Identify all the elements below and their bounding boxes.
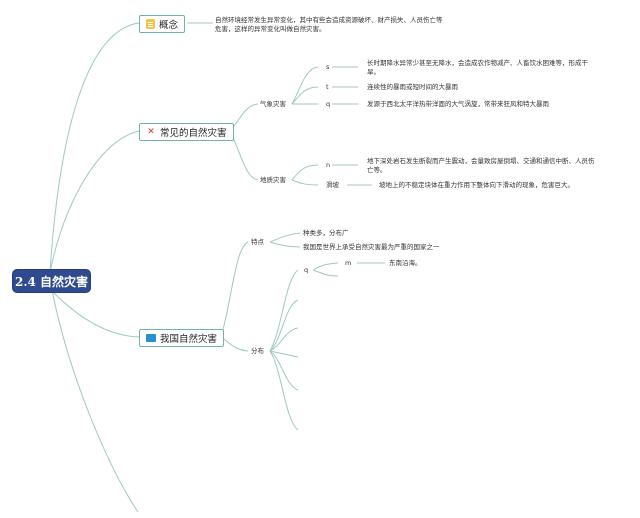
meteo-key-t[interactable]: t [326,83,329,91]
distribution-text-m: 东南沿海。 [389,259,422,267]
concept-text: 自然环境经常发生异常变化，其中有些会造成资源破坏、财产损失、人员伤亡等 危害，这… [215,16,443,33]
subtopic-meteo[interactable]: 气象灾害 [260,100,286,108]
geo-key-n[interactable]: n [326,161,331,169]
meteo-key-q[interactable]: q [326,100,331,108]
topic-china-disasters[interactable]: 我国自然灾害 [139,329,225,347]
subtopic-features[interactable]: 特点 [251,238,264,246]
meteo-key-s[interactable]: s [326,63,330,71]
topic-common-label: 常见的自然灾害 [160,128,227,139]
distribution-key-q[interactable]: q [304,266,309,274]
topic-concept[interactable]: 概念 [139,15,186,33]
meteo-text-s: 长时期降水异常少甚至无降水，会造成农作物减产、人畜饮水困难等，形成干 旱。 [367,59,588,76]
subtopic-distribution[interactable]: 分布 [251,347,264,355]
feature-item-1: 种类多，分布广 [303,229,349,237]
edge-root-china [49,288,140,338]
geo-text-landslide: 坡地上的不稳定块体在重力作用下整体向下滑动的现象，危害巨大。 [379,181,574,189]
root-topic[interactable]: 2.4 自然灾害 [13,270,90,292]
meteo-text-t: 连续性的暴雨或短时间的大暴雨 [367,83,458,91]
edge-root-extra [51,289,139,513]
meteo-text-q: 发源于西北太平洋热带洋面的大气涡旋，常带来狂风和特大暴雨 [367,100,549,108]
feature-item-2: 我国是世界上承受自然灾害最为严重的国家之一 [303,243,440,251]
subtopic-geo[interactable]: 地质灾害 [260,176,286,184]
topic-concept-label: 概念 [159,20,179,31]
edge-root-common [49,130,140,273]
flag-icon [146,334,156,342]
distribution-key-m[interactable]: m [345,259,352,267]
note-icon [146,19,155,29]
tools-icon: ✕ [147,127,155,137]
edge-root-concept [49,22,140,273]
root-label: 2.4 自然灾害 [14,274,89,289]
geo-key-landslide[interactable]: 滑坡 [326,181,339,189]
topic-common-disasters[interactable]: ✕ 常见的自然灾害 [139,123,234,141]
topic-china-label: 我国自然灾害 [160,334,218,345]
geo-text-n: 地下深处岩石发生断裂而产生震动，会量致房屋倒塌、交通和通信中断、人员伤 亡等。 [367,157,595,174]
